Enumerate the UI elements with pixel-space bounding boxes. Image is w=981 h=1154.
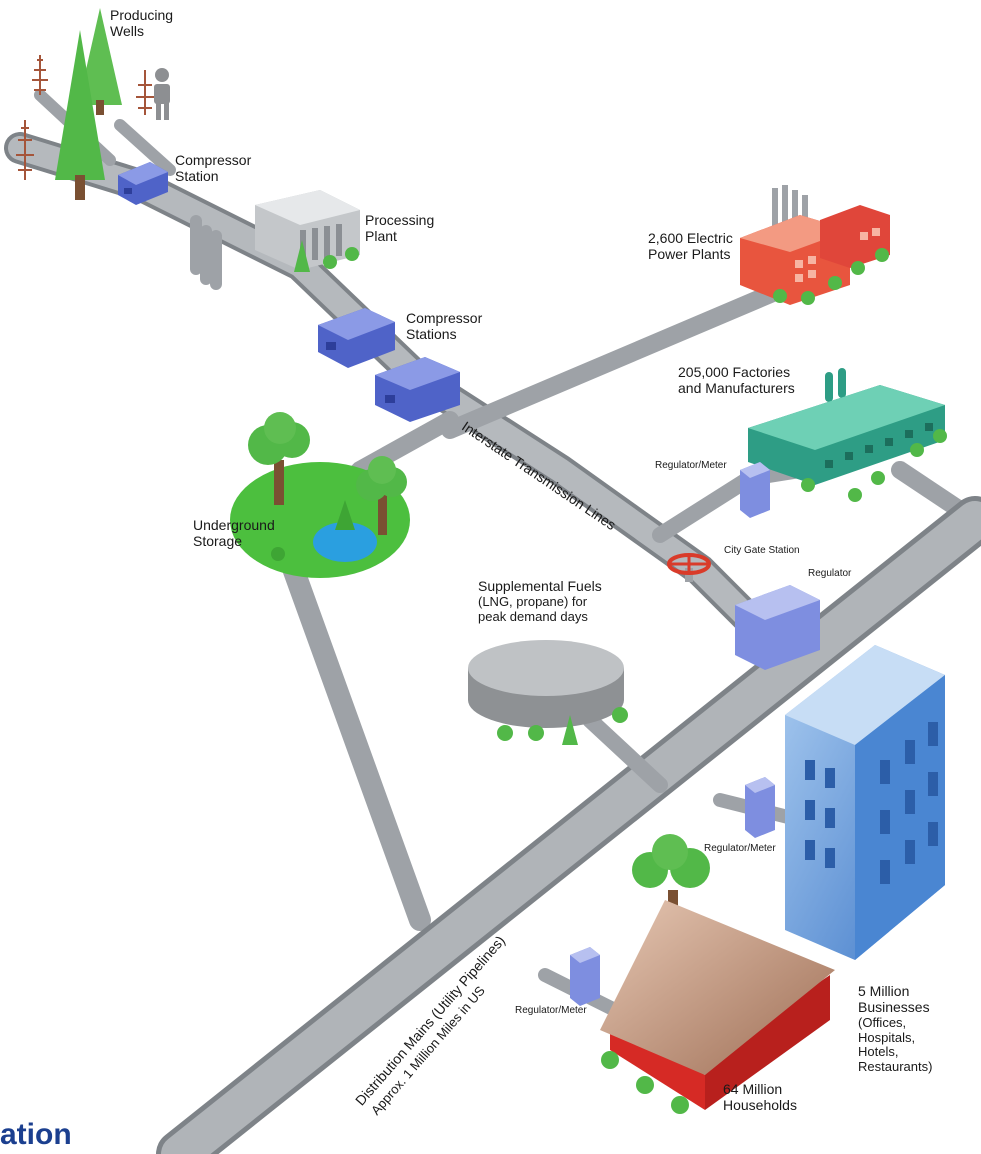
tree-icon xyxy=(55,8,122,200)
supplemental-fuels-detail: (LNG, propane) for peak demand days xyxy=(478,594,588,624)
supplemental-fuel-pipe xyxy=(582,712,668,793)
compressor-station xyxy=(118,162,168,205)
processing-plant xyxy=(190,190,360,290)
compressor-station-label: Compressor Station xyxy=(175,152,252,184)
shrub-icon xyxy=(773,248,889,305)
supplemental-fuels-title: Supplemental Fuels xyxy=(478,578,602,594)
storage-distribution-pipe xyxy=(279,549,431,931)
supplemental-fuels-tank xyxy=(468,640,628,745)
shrub-icon xyxy=(294,240,359,272)
regulator-meter-factories-label: Regulator/Meter xyxy=(655,460,727,471)
shrub-icon xyxy=(601,1051,689,1114)
regulator-meter-businesses-label: Regulator/Meter xyxy=(704,843,776,854)
households-label: 64 Million Households xyxy=(723,1081,797,1113)
producing-wells xyxy=(16,8,170,200)
processing-plant-label: Processing Plant xyxy=(365,212,435,244)
shrub-icon xyxy=(335,500,355,530)
household xyxy=(600,834,835,1114)
underground-storage-label: Underground Storage xyxy=(193,517,275,549)
compressor-stations xyxy=(318,308,460,422)
factories xyxy=(748,368,947,502)
electric-power-plants xyxy=(740,185,890,305)
electric-power-plants-label: 2,600 Electric Power Plants xyxy=(648,230,733,262)
factory-branch-pipe xyxy=(652,462,808,543)
person-icon xyxy=(154,68,170,120)
regulator xyxy=(735,585,820,670)
businesses-detail: (Offices, Hospitals, Hotels, Restaurants… xyxy=(858,1015,933,1075)
brand-text-fragment: ation xyxy=(0,1118,72,1151)
shrub-icon xyxy=(497,707,628,745)
shrub-icon xyxy=(801,429,947,502)
regulator-label: Regulator xyxy=(808,568,852,579)
underground-storage xyxy=(230,412,410,578)
regulator-meter-businesses xyxy=(745,777,775,838)
well-derrick-icon xyxy=(16,55,154,180)
regulator-meter-households xyxy=(570,947,600,1006)
city-gate-station-label: City Gate Station xyxy=(724,545,800,556)
regulator-meter-factories xyxy=(740,462,770,518)
producing-wells-label: Producing Wells xyxy=(110,7,174,39)
regulator-meter-households-label: Regulator/Meter xyxy=(515,1005,587,1016)
businesses-title: 5 Million Businesses xyxy=(858,983,930,1015)
power-plant-branch-pipe xyxy=(441,281,789,439)
tree-icon xyxy=(248,412,407,535)
valve-wheel-icon xyxy=(667,553,711,582)
compressor-stations-label: Compressor Stations xyxy=(406,310,483,342)
factories-label: 205,000 Factories and Manufacturers xyxy=(678,364,795,396)
business-building xyxy=(785,645,945,960)
